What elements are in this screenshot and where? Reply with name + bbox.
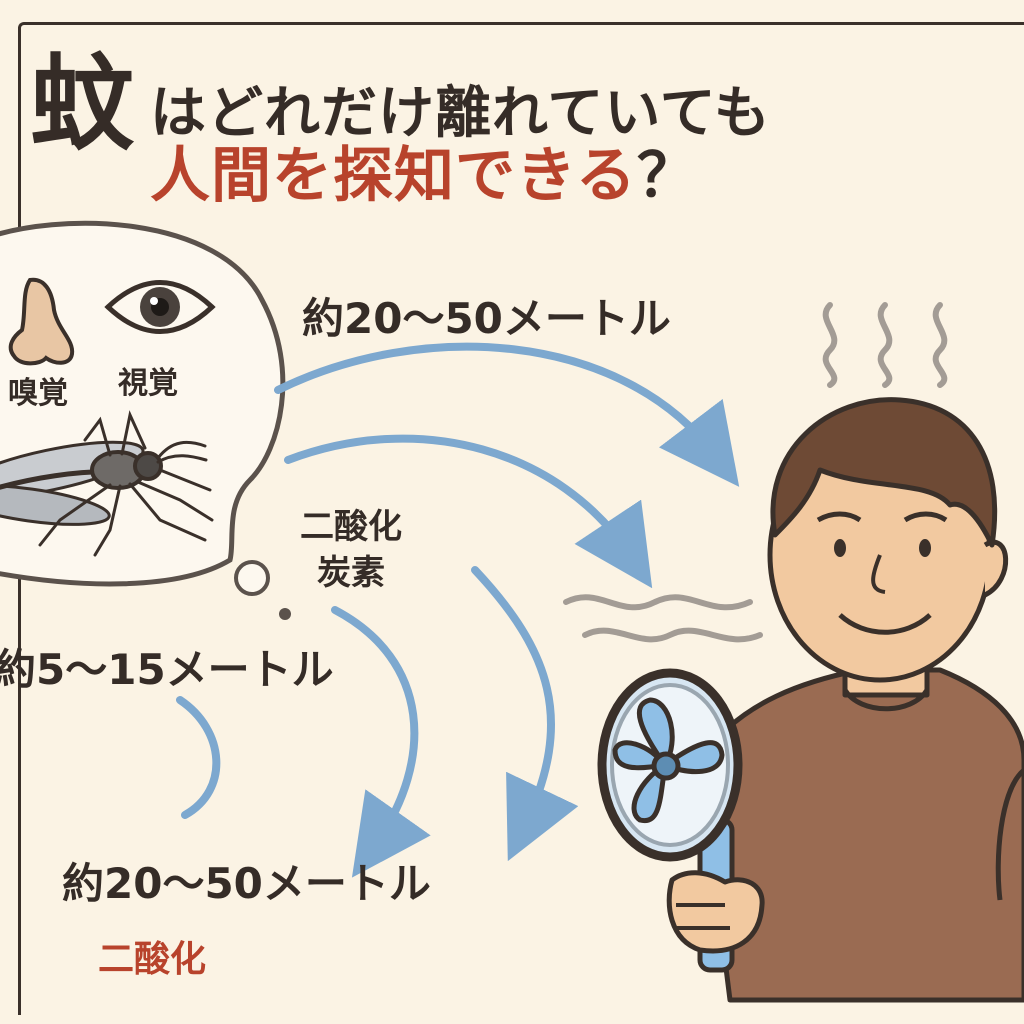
thought-bubble-dot-small [279, 608, 291, 620]
sense-label-sight: 視覚 [118, 366, 178, 401]
distance-label-bottom: 約20～50メートル [62, 859, 431, 908]
distance-label-middle: 約5～15メートル [0, 645, 334, 694]
handheld-fan-icon [597, 668, 765, 973]
co2-label-text: 二酸化 炭素 [300, 507, 402, 593]
thought-bubble [0, 220, 291, 620]
title-line-1: はどれだけ離れていても [150, 81, 771, 146]
nose-icon [8, 277, 75, 366]
title-question-mark: ？ [636, 141, 698, 211]
hand [666, 870, 765, 954]
title-line-2: 人間を探知できる？ [150, 146, 698, 206]
shirt [697, 667, 1024, 1003]
arrow-middle [284, 434, 653, 589]
arrow-down-left [331, 606, 431, 878]
hair [770, 397, 998, 548]
sense-label-smell: 嗅覚 [8, 376, 68, 411]
breath-waves-icon [563, 594, 763, 643]
scent-arrows [176, 342, 740, 878]
eye-icon [104, 280, 216, 334]
co2-label: 二酸化 炭素 [300, 505, 402, 597]
arrow-down-right [471, 566, 579, 862]
title-mosquito-kanji: 蚊 [30, 43, 135, 165]
title-accent-text: 人間を探知できる [150, 141, 637, 211]
mosquito-illustration [0, 410, 214, 557]
arc-partial [176, 696, 221, 819]
distance-label-top: 約20～50メートル [302, 294, 671, 343]
thought-bubble-dot-large [234, 560, 270, 596]
person-illustration [697, 397, 1024, 1003]
heat-waves-icon [822, 302, 948, 388]
arrow-top [274, 342, 740, 487]
co2-label-bottom: 二酸化 [98, 939, 207, 980]
ear [983, 539, 1009, 598]
